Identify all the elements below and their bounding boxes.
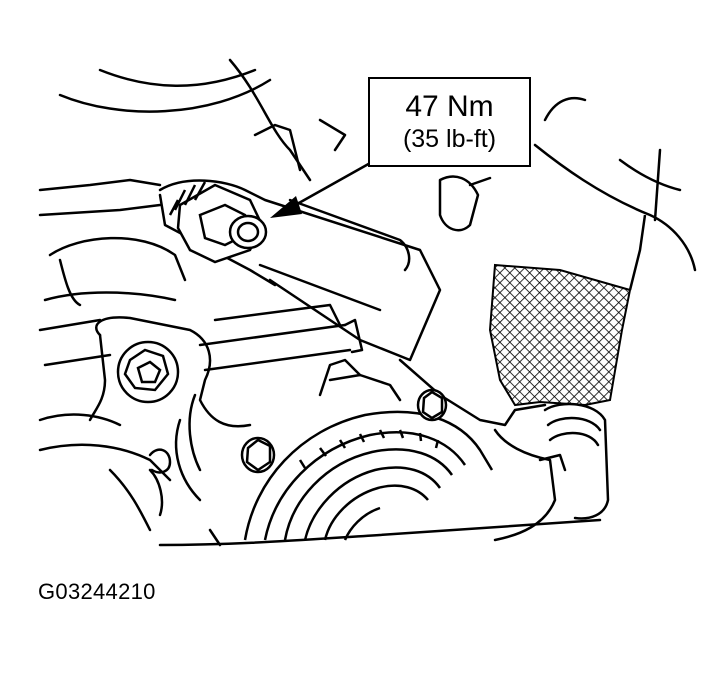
bracket-outline xyxy=(493,428,557,542)
threaded-rod xyxy=(343,318,364,354)
bracket-outline xyxy=(188,393,202,472)
bracket-outline xyxy=(38,203,162,217)
housing-contour xyxy=(618,158,682,192)
housing-contour xyxy=(653,148,662,222)
small-bolt xyxy=(240,436,276,474)
small-bolt xyxy=(416,388,448,422)
housing-contour xyxy=(438,175,480,232)
housing-contour xyxy=(533,143,697,272)
cylinder-sleeve xyxy=(538,453,567,472)
threaded-rod xyxy=(198,323,347,347)
torque-imperial-label: (35 lb-ft) xyxy=(402,124,497,153)
figure-id-label: G03244210 xyxy=(38,579,156,604)
housing-contour xyxy=(58,78,272,113)
mount-arm xyxy=(258,263,382,312)
bracket-outline xyxy=(108,468,152,532)
housing-contour xyxy=(318,118,347,152)
bracket-outline xyxy=(38,443,172,482)
callout-leader-line xyxy=(289,160,373,210)
housing-contour xyxy=(228,58,312,182)
main-bolt xyxy=(168,181,268,264)
bracket-outline xyxy=(88,333,107,422)
bracket-outline xyxy=(174,418,202,502)
bracket-outline xyxy=(43,353,112,367)
bracket-outline xyxy=(318,358,362,397)
pulley xyxy=(243,410,494,541)
bracket-outline xyxy=(148,448,172,474)
frame-edge xyxy=(208,528,222,547)
housing-contour xyxy=(543,96,587,122)
bracket-outline xyxy=(95,316,252,428)
mesh-screen xyxy=(488,263,632,407)
bracket-outline xyxy=(38,178,162,192)
housing-contour xyxy=(468,176,492,187)
mount-arm xyxy=(158,179,442,362)
frame-edge xyxy=(158,518,602,547)
bracket-bolt xyxy=(116,340,180,404)
threaded-rod xyxy=(213,303,342,327)
housing-contour xyxy=(628,214,647,291)
torque-metric-label: 47 Nm xyxy=(405,89,494,123)
bracket-outline xyxy=(38,318,102,332)
bracket-outline xyxy=(48,236,187,282)
callout-arrowhead xyxy=(270,196,302,218)
bracket-outline xyxy=(43,291,177,302)
bracket-outline xyxy=(58,258,82,307)
cylinder-sleeve xyxy=(548,431,600,447)
bracket-outline xyxy=(328,373,402,402)
torque-callout: 47 Nm (35 lb-ft) xyxy=(368,77,531,167)
bracket-outline xyxy=(38,413,122,427)
mount-arm xyxy=(288,198,411,272)
threaded-rod xyxy=(203,348,352,372)
housing-contour xyxy=(98,68,257,87)
cylinder-sleeve xyxy=(546,416,602,432)
housing-contour xyxy=(253,123,302,172)
bracket-outline xyxy=(148,468,164,517)
